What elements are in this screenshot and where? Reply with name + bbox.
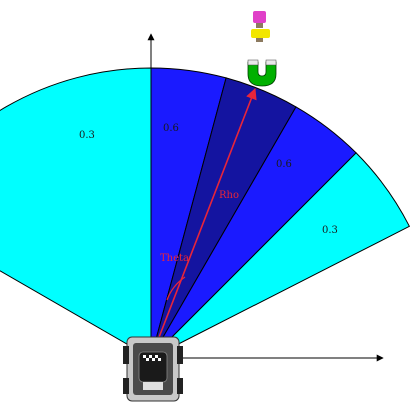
sector-label-2: 0.6 bbox=[163, 123, 179, 134]
sensor-sectors bbox=[0, 67, 411, 359]
robot-icon bbox=[123, 336, 183, 402]
target-object-icon bbox=[251, 11, 270, 42]
rho-vector bbox=[150, 87, 257, 359]
theta-arc bbox=[166, 276, 186, 301]
rho-label: Rho bbox=[219, 190, 239, 201]
sector-5 bbox=[150, 152, 411, 359]
sector-label-1: 0.3 bbox=[79, 130, 95, 141]
theta-label: Theta bbox=[160, 253, 189, 264]
sector-label-5: 0.3 bbox=[322, 225, 338, 236]
sector-1 bbox=[0, 67, 152, 359]
u-magnet-icon bbox=[247, 59, 277, 87]
sector-label-4: 0.6 bbox=[276, 159, 292, 170]
